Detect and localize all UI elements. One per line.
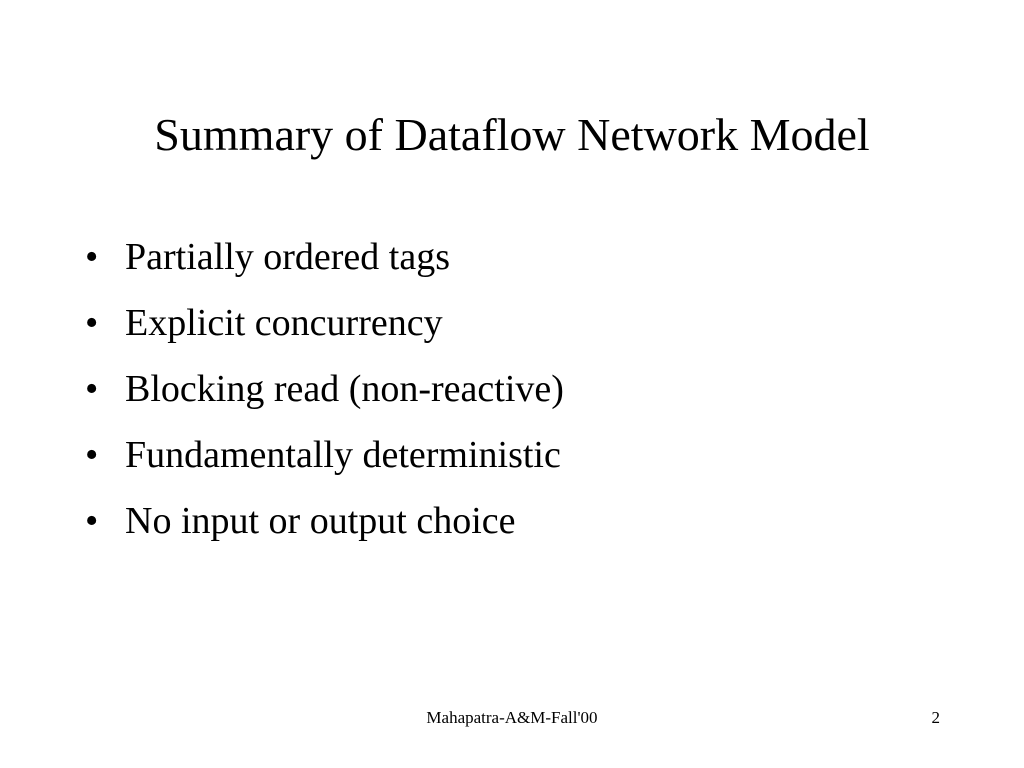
bullet-icon: •	[85, 236, 99, 278]
bullet-text: No input or output choice	[125, 500, 516, 542]
bullet-icon: •	[85, 302, 99, 344]
bullet-icon: •	[85, 500, 99, 542]
bullet-text: Explicit concurrency	[125, 302, 443, 344]
bullet-text: Blocking read (non-reactive)	[125, 368, 564, 410]
bullet-icon: •	[85, 368, 99, 410]
bullet-icon: •	[85, 434, 99, 476]
bullet-text: Fundamentally deterministic	[125, 434, 561, 476]
page-number: 2	[931, 708, 941, 727]
slide-title: Summary of Dataflow Network Model	[154, 109, 870, 160]
footer-text: Mahapatra-A&M-Fall'00	[426, 708, 598, 727]
bullet-text: Partially ordered tags	[125, 236, 451, 278]
